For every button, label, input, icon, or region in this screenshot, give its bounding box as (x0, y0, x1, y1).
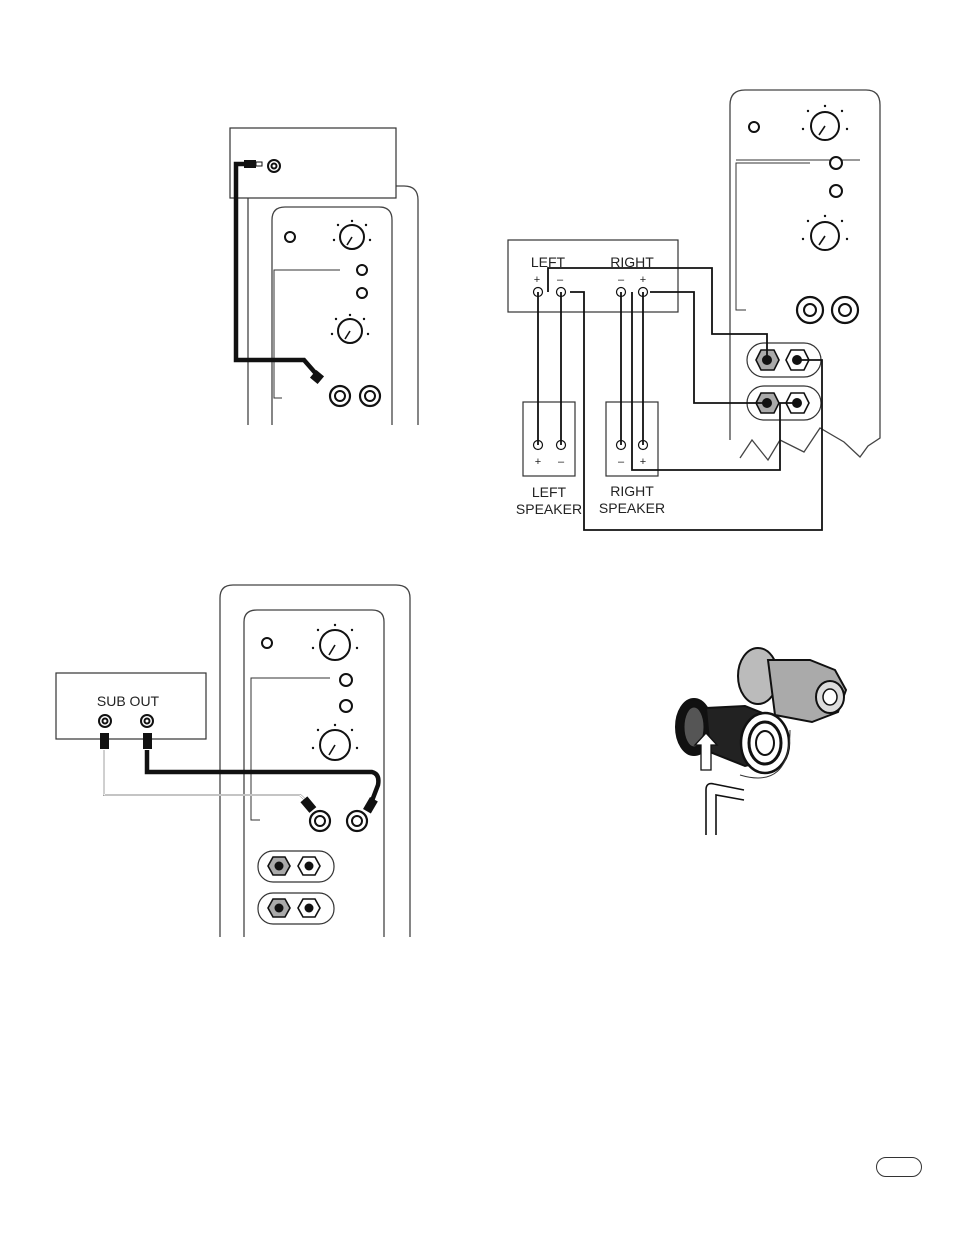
figure-headphone-connection (229, 127, 419, 425)
left-speaker-box (522, 401, 576, 477)
figure-sub-out-connection: SUB OUT (55, 584, 411, 937)
svg-text:SPEAKER: SPEAKER (599, 500, 665, 516)
toggle-switch-icon (829, 184, 843, 198)
svg-text:–: – (558, 456, 565, 468)
sub-out-cable-white (103, 750, 313, 807)
right-channel-label: RIGHT (610, 254, 654, 270)
power-led-icon (261, 637, 273, 649)
speaker-wire (650, 291, 767, 404)
svg-text:–: – (618, 274, 625, 286)
toggle-switch-icon (339, 673, 353, 687)
toggle-switch-icon (339, 699, 353, 713)
figure-binding-post-detail (675, 647, 848, 835)
left-channel-label: LEFT (531, 254, 566, 270)
page-number-badge (876, 1157, 922, 1177)
toggle-switch-icon (356, 264, 368, 276)
sub-out-box (55, 672, 207, 740)
svg-text:+: + (640, 456, 646, 468)
arrow-icon (693, 732, 719, 771)
right-speaker-label: RIGHT (610, 483, 654, 499)
power-led-icon (284, 231, 296, 243)
speaker-wire (570, 291, 823, 531)
hex-wrench-icon (705, 782, 745, 835)
input-cable (233, 161, 320, 378)
toggle-switch-icon (829, 156, 843, 170)
toggle-switch-icon (356, 287, 368, 299)
speaker-wire (631, 292, 797, 471)
svg-text:–: – (618, 456, 625, 468)
sub-out-cable-black (144, 750, 381, 807)
svg-text:SPEAKER: SPEAKER (516, 501, 582, 517)
sub-out-label: SUB OUT (97, 693, 160, 709)
speaker-wire (547, 267, 768, 360)
left-speaker-label: LEFT (532, 484, 567, 500)
svg-text:+: + (535, 456, 541, 468)
svg-text:+: + (534, 274, 540, 286)
power-led-icon (748, 121, 760, 133)
svg-text:+: + (640, 274, 646, 286)
receiver-box (507, 239, 679, 313)
figure-speaker-connection: LEFT RIGHT + – – + + – – + LEFT SPEAKER … (507, 89, 881, 531)
svg-text:–: – (557, 274, 564, 286)
